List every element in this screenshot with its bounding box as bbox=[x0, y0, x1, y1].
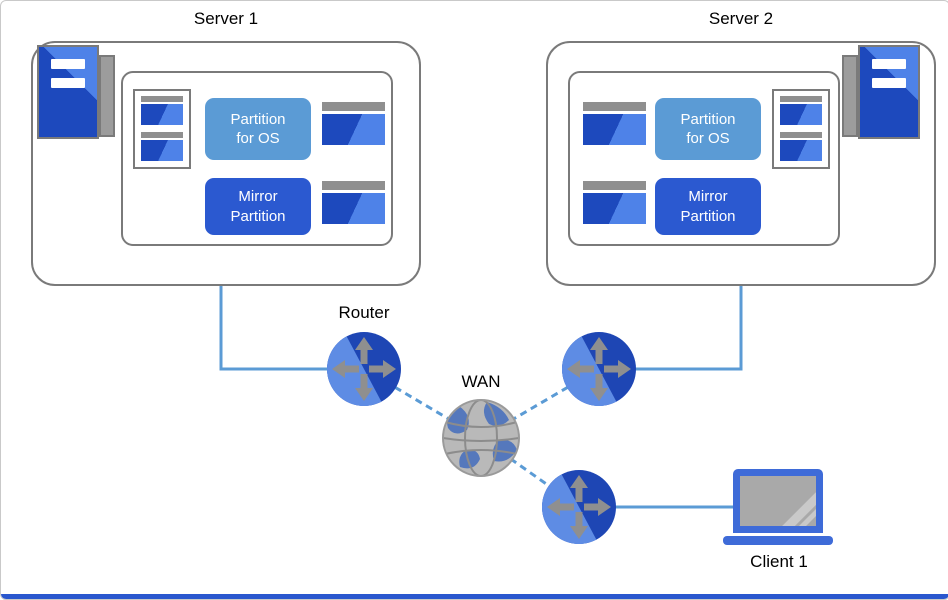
tower-drive-bay bbox=[872, 59, 906, 69]
router-arrows-icon bbox=[567, 337, 631, 401]
disk-cap bbox=[141, 132, 183, 138]
laptop-base bbox=[723, 536, 833, 545]
wan-label: WAN bbox=[461, 372, 501, 391]
disk-stack-icon bbox=[772, 89, 830, 169]
disk-icon bbox=[780, 96, 822, 125]
disk-icon bbox=[780, 132, 822, 161]
disk-cap bbox=[583, 181, 646, 190]
disk-cap bbox=[583, 102, 646, 111]
disk-cap bbox=[141, 96, 183, 102]
tower-drive-bay bbox=[51, 59, 85, 69]
router-icon bbox=[327, 332, 401, 406]
server1-router-link bbox=[219, 286, 364, 371]
disk-icon bbox=[583, 181, 646, 224]
disk-cap bbox=[780, 132, 822, 138]
disk-platter bbox=[141, 140, 183, 161]
globe-icon bbox=[442, 399, 520, 477]
disk-icon bbox=[322, 102, 385, 145]
server2-box: Partition for OS Mirror Partition bbox=[546, 41, 936, 286]
tower-front-panel bbox=[858, 45, 920, 139]
tower-drive-bay bbox=[872, 78, 906, 88]
client-laptop-icon bbox=[723, 469, 833, 545]
disk-platter bbox=[141, 104, 183, 125]
router-icon bbox=[542, 470, 616, 544]
disk-platter bbox=[322, 193, 385, 224]
disk-icon bbox=[583, 102, 646, 145]
footer-accent-bar bbox=[1, 594, 948, 599]
globe-gridlines bbox=[443, 400, 519, 476]
tower-front-panel bbox=[37, 45, 99, 139]
server2-storage-box: Partition for OS Mirror Partition bbox=[568, 71, 840, 246]
disk-cap bbox=[322, 181, 385, 190]
server2-title: Server 2 bbox=[708, 9, 774, 28]
disk-platter bbox=[780, 104, 822, 125]
disk-platter bbox=[780, 140, 822, 161]
router-label: Router bbox=[338, 303, 390, 322]
server-tower-icon bbox=[842, 45, 920, 139]
mirror-partition-box: Mirror Partition bbox=[655, 178, 761, 235]
wan-globe-icon bbox=[441, 398, 521, 478]
server-tower-icon bbox=[37, 45, 115, 139]
partition-os-box: Partition for OS bbox=[655, 98, 761, 160]
disk-stack-icon bbox=[133, 89, 191, 169]
disk-platter bbox=[583, 193, 646, 224]
laptop-screen bbox=[733, 469, 823, 533]
router-icon-1 bbox=[326, 331, 402, 407]
disk-icon bbox=[322, 181, 385, 224]
router-icon bbox=[562, 332, 636, 406]
tower-side-panel bbox=[99, 55, 115, 137]
router-arrows-icon bbox=[547, 475, 611, 539]
disk-icon bbox=[141, 132, 183, 161]
disk-cap bbox=[322, 102, 385, 111]
disk-platter bbox=[583, 114, 646, 145]
tower-side-panel bbox=[842, 55, 858, 137]
tower-drive-bay bbox=[51, 78, 85, 88]
router-icon-3 bbox=[541, 469, 617, 545]
partition-os-box: Partition for OS bbox=[205, 98, 311, 160]
server1-storage-box: Partition for OS Mirror Partition bbox=[121, 71, 393, 246]
disk-icon bbox=[141, 96, 183, 125]
mirror-partition-box: Mirror Partition bbox=[205, 178, 311, 235]
router-arrows-icon bbox=[332, 337, 396, 401]
disk-cap bbox=[780, 96, 822, 102]
server1-box: Partition for OS Mirror Partition bbox=[31, 41, 421, 286]
server1-title: Server 1 bbox=[193, 9, 259, 28]
client-label: Client 1 bbox=[750, 552, 808, 571]
server2-router-link bbox=[599, 286, 743, 371]
disk-platter bbox=[322, 114, 385, 145]
router-icon-2 bbox=[561, 331, 637, 407]
